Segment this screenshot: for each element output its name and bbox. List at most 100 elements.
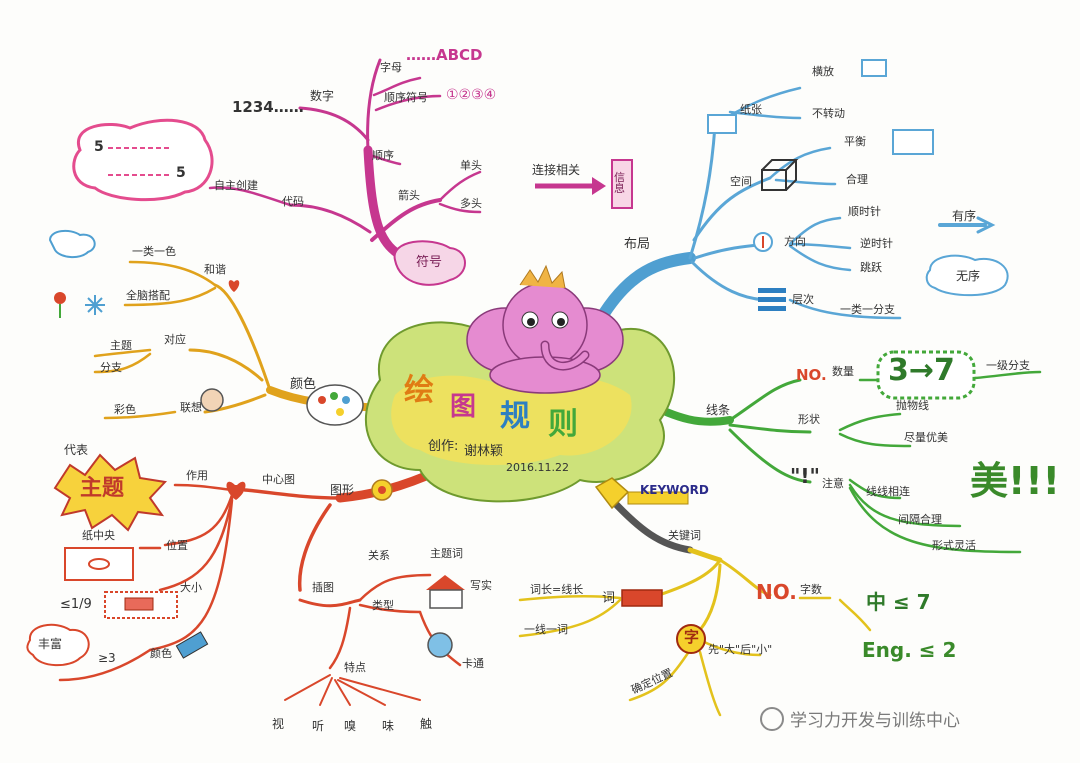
multi-head-label: 多头 xyxy=(460,197,482,210)
layout-branch-label: 布局 xyxy=(624,237,651,252)
parabola-label: 抛物线 xyxy=(896,399,929,412)
keyword-count-prefix: NO. xyxy=(756,580,797,604)
keyword-branch-lines xyxy=(518,496,872,717)
beauty-label: 尽量优美 xyxy=(904,431,948,444)
zi-label: 字 xyxy=(684,628,700,646)
sense-hearing: 听 xyxy=(312,719,325,733)
position-sub-label: 位置 xyxy=(166,539,188,552)
level-value: 一类一分支 xyxy=(840,303,895,316)
balance-label: 平衡 xyxy=(844,135,866,148)
center-title-char-4: 则 xyxy=(548,407,578,442)
info-box-icon xyxy=(535,159,633,209)
symbol-branch-lines xyxy=(208,58,482,263)
single-head-label: 单头 xyxy=(460,159,482,172)
center-figure-label: 中心图 xyxy=(262,473,295,486)
center-author-name: 谢林颖 xyxy=(464,444,504,459)
sense-sight: 视 xyxy=(272,717,285,731)
sequence-label: 顺序 xyxy=(372,149,394,162)
flexible-label: 形式灵活 xyxy=(932,539,976,552)
sense-taste: 味 xyxy=(382,719,395,733)
unordered-label: 无序 xyxy=(956,269,981,283)
counterclockwise-label: 逆时针 xyxy=(860,237,893,250)
lines-count-note: 一级分支 xyxy=(986,359,1030,372)
feature-label: 特点 xyxy=(344,661,366,674)
wind-cloud-icon xyxy=(48,229,96,258)
landscape-label: 横放 xyxy=(812,65,834,78)
watermark: 学习力开发与训练中心 xyxy=(760,706,960,731)
word-box-icon xyxy=(621,589,663,607)
one-class-one-color-label: 一类一色 xyxy=(132,245,176,258)
sense-smell: 嗅 xyxy=(344,719,357,733)
center-title-char-1: 绘 xyxy=(404,373,434,408)
five-right: 5 xyxy=(176,165,186,181)
unordered-cloud-icon xyxy=(925,254,1009,297)
zi-circle-icon xyxy=(676,624,706,654)
self-create-label: 自主创建 xyxy=(214,179,258,192)
figure-branch-label: 图形 xyxy=(330,483,355,497)
elephant-mascot-icon xyxy=(466,264,624,394)
chinese-rule: 中 ≤ 7 xyxy=(866,590,931,614)
word-label: 词 xyxy=(602,591,616,606)
space-label: 空间 xyxy=(730,175,752,188)
theme-starburst-icon xyxy=(53,453,168,532)
info-label: 信息 xyxy=(614,171,625,195)
relation-label: 关系 xyxy=(368,549,390,562)
keyword-count-label: 字数 xyxy=(800,583,822,596)
numbers-value: 1234…… xyxy=(232,98,304,116)
house-icon xyxy=(426,575,465,609)
code-label: 代码 xyxy=(282,195,304,208)
paper-icon xyxy=(707,59,934,155)
center-author-label: 创作: xyxy=(428,439,459,454)
rich-cloud-icon xyxy=(26,623,90,667)
clockwise-label: 顺时针 xyxy=(848,205,881,218)
represent-label: 代表 xyxy=(64,443,89,457)
circled-label: 顺序符号 xyxy=(384,91,428,104)
paper-center-box-icon xyxy=(64,547,134,581)
five-star-cloud-icon xyxy=(72,118,214,202)
heart-icon xyxy=(226,280,246,500)
reasonable-label: 合理 xyxy=(846,173,868,186)
attention-label: 注意 xyxy=(822,477,844,490)
size-label: 大小 xyxy=(180,581,202,594)
spacing-label: 间隔合理 xyxy=(898,513,942,526)
first-big-label: 先"大"后"小" xyxy=(708,643,773,656)
paper-center-label: 纸中央 xyxy=(82,529,115,542)
figure-color-label: 颜色 xyxy=(150,647,172,660)
bright-color-label: 彩色 xyxy=(114,403,136,416)
compass-icon xyxy=(753,232,773,252)
arrow-label: 箭头 xyxy=(398,189,420,202)
color-theme-label: 主题 xyxy=(110,339,132,352)
line-connect-label: 线线相连 xyxy=(866,485,910,498)
flower-icon xyxy=(371,479,393,501)
level-label: 层次 xyxy=(792,293,814,306)
lines-branch-label: 线条 xyxy=(706,403,731,417)
symbol-branch-label: 符号 xyxy=(416,255,443,270)
flower-small-icon xyxy=(54,292,66,318)
cartoon-face-icon xyxy=(427,632,453,658)
theme-badge-label: 主题 xyxy=(80,476,125,501)
color-branch-label: 颜色 xyxy=(290,377,317,392)
type-label: 类型 xyxy=(372,599,394,612)
head-icon xyxy=(200,388,224,412)
palette-icon xyxy=(306,384,364,426)
rich-label: 丰富 xyxy=(38,637,63,651)
letters-value: ……ABCD xyxy=(406,46,483,64)
letters-label: 字母 xyxy=(380,61,402,74)
contrast-label: 对应 xyxy=(164,333,186,346)
watermark-text: 学习力开发与训练中心 xyxy=(790,711,960,731)
effect-label: 作用 xyxy=(186,469,208,482)
direction-label: 方向 xyxy=(784,235,806,248)
key-word-label: 主题词 xyxy=(430,547,463,560)
no-rotate-label: 不转动 xyxy=(812,107,845,120)
english-rule: Eng. ≤ 2 xyxy=(862,638,957,662)
word-length-label: 词长=线长 xyxy=(530,583,584,596)
center-title-char-3: 规 xyxy=(500,399,530,434)
lines-count-value: 3→7 xyxy=(888,353,955,388)
ratio-box-icon xyxy=(104,591,178,619)
ordered-label: 有序 xyxy=(952,209,977,223)
one-line-one-word-label: 一线一词 xyxy=(524,623,568,636)
count-box-icon xyxy=(876,350,976,400)
realistic-label: 写实 xyxy=(470,579,492,592)
